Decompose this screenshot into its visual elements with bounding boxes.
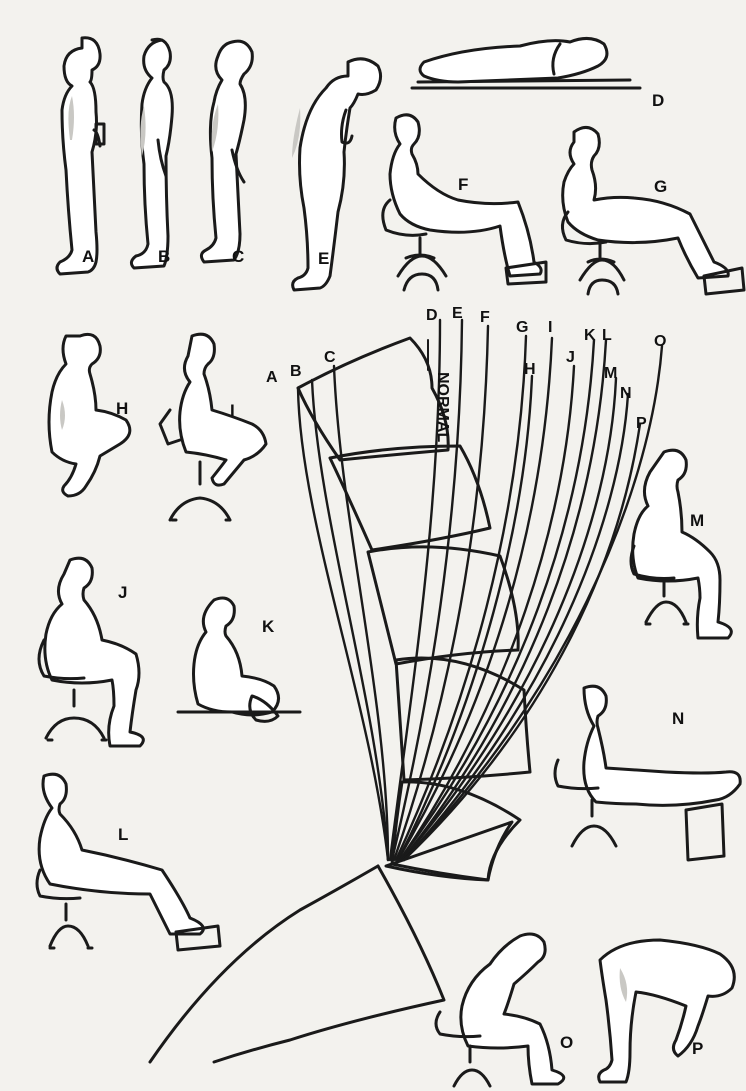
- figure-j: [39, 558, 143, 746]
- label-m: M: [690, 511, 704, 530]
- label-h: H: [116, 399, 128, 418]
- spine-label-h: H: [524, 361, 536, 378]
- spine-label-b: B: [290, 363, 302, 380]
- figure-f: [383, 115, 546, 290]
- spine-label-k: K: [584, 327, 596, 344]
- label-l: L: [118, 825, 128, 844]
- spine-label-o: O: [654, 333, 666, 350]
- spine-label-n: N: [620, 385, 632, 402]
- label-d: D: [652, 91, 664, 110]
- label-p: P: [692, 1039, 703, 1058]
- label-j: J: [118, 583, 127, 602]
- figure-d: [412, 38, 640, 88]
- spine-label-g: G: [516, 319, 528, 336]
- label-c: C: [232, 247, 244, 266]
- figure-e: [292, 59, 381, 290]
- spine-label-a: A: [266, 369, 278, 386]
- label-o: O: [560, 1033, 573, 1052]
- spine-label-c: C: [324, 349, 336, 366]
- label-f: F: [458, 175, 468, 194]
- label-n: N: [672, 709, 684, 728]
- spine-label-j: J: [566, 349, 575, 366]
- label-g: G: [654, 177, 667, 196]
- label-k: K: [262, 617, 275, 636]
- figure-k: [178, 598, 300, 721]
- spine-label-l: L: [602, 327, 612, 344]
- figure-g: [562, 127, 744, 294]
- label-i: I: [230, 401, 235, 420]
- figure-a: [57, 38, 104, 274]
- label-e: E: [318, 249, 329, 268]
- spine-label-f: F: [480, 309, 490, 326]
- spine-label-normal: NORMAL: [434, 372, 451, 442]
- figure-o: [436, 934, 564, 1086]
- figure-b: [131, 39, 172, 268]
- label-b: B: [158, 247, 170, 266]
- spine-label-m: M: [604, 365, 617, 382]
- figure-i: [160, 334, 266, 520]
- spine-label-d: D: [426, 307, 438, 324]
- figure-m: [631, 450, 731, 638]
- figure-l: [37, 774, 220, 950]
- spine-label-p: P: [636, 415, 647, 432]
- spine-label-i: I: [548, 319, 552, 336]
- figure-n: [555, 686, 740, 860]
- label-a: A: [82, 247, 94, 266]
- figure-c: [201, 41, 252, 262]
- figure-p: [599, 940, 735, 1082]
- spine-label-e: E: [452, 305, 463, 322]
